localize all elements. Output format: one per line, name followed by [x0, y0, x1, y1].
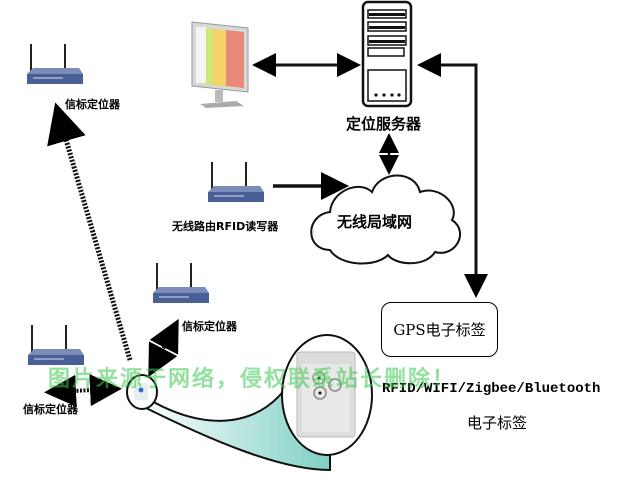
rfid-reader-label: 无线路由RFID读写器: [172, 220, 279, 233]
server-label: 定位服务器: [346, 115, 422, 133]
gps-tag-label: GPS电子标签: [393, 321, 486, 339]
server-icon: [361, 0, 413, 108]
rfid-reader-router-icon: [207, 161, 265, 203]
edge-tag-beacon-middle: [148, 318, 179, 378]
beacon-top-left-label: 信标定位器: [65, 98, 120, 111]
rfid-tag-protocols-label: RFID/WIFI/Zigbee/Bluetooth: [382, 381, 601, 397]
beacon-middle-router-icon: [152, 262, 210, 304]
beacon-middle-label: 信标定位器: [182, 320, 237, 333]
beacon-bottom-left-label: 信标定位器: [23, 403, 78, 416]
beacon-bottom-left-router-icon: [27, 324, 85, 366]
watermark-text: 图片来源于网络，侵权联系站长删除！: [48, 367, 457, 392]
rfid-tag-label: 电子标签: [467, 414, 528, 432]
gps-tag-box: GPS电子标签: [381, 302, 498, 357]
edge-tag-beacon-top: [47, 102, 133, 361]
cloud-label: 无线局域网: [337, 213, 413, 231]
beacon-top-left-router-icon: [26, 43, 84, 85]
monitor-icon: [191, 21, 249, 108]
edge-gps-server: [417, 53, 478, 290]
